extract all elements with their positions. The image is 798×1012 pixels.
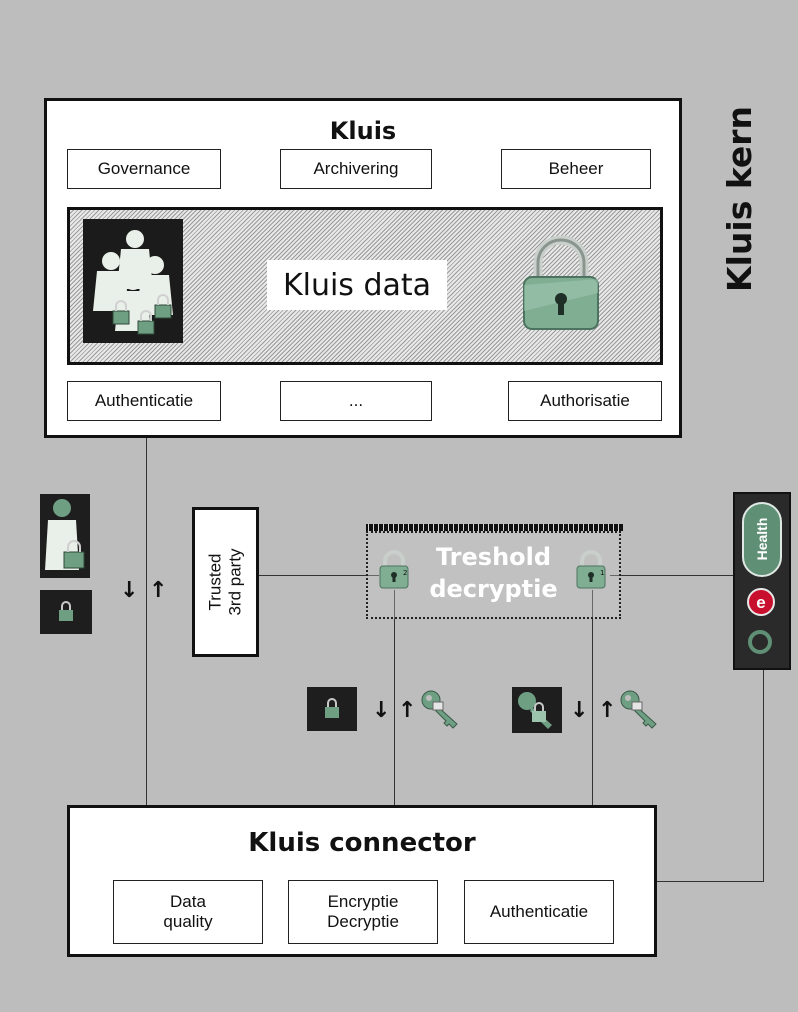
threshold-to-ehealth-line [610, 575, 734, 576]
trusted-third-party-label: Trusted 3rd party [205, 548, 245, 616]
person-lock-icon [40, 494, 90, 578]
lock1-to-connector-line [394, 590, 395, 805]
archivering-label: Archivering [313, 159, 399, 178]
ehealth-ring [748, 630, 772, 654]
data-quality-label: Data quality [163, 892, 213, 931]
svg-text:2: 2 [403, 569, 407, 577]
authenticatie-label: Authenticatie [94, 391, 194, 410]
vault-box: Kluis Governance Archivering Beheer [44, 98, 682, 438]
connector-authenticatie-module[interactable]: Authenticatie [464, 880, 614, 944]
vault-data-label: Kluis data [282, 267, 432, 303]
archivering-module[interactable]: Archivering [280, 149, 432, 189]
authorisatie-module[interactable]: Authorisatie [508, 381, 662, 421]
down-arrow-middle: ↓ [372, 698, 391, 723]
beheer-label: Beheer [548, 159, 604, 178]
up-arrow-right: ↑ [598, 698, 617, 723]
authorisatie-label: Authorisatie [540, 391, 630, 410]
key-icon [419, 688, 461, 730]
ehealth-box[interactable]: Health e [733, 492, 791, 670]
padlock-icon [516, 233, 606, 333]
data-quality-module[interactable]: Data quality [113, 880, 263, 944]
vault-data-area: Kluis data [67, 207, 663, 365]
encryptie-decryptie-label: Encryptie Decryptie [327, 892, 399, 931]
up-arrow-middle: ↑ [398, 698, 417, 723]
authenticatie-module[interactable]: Authenticatie [67, 381, 221, 421]
ehealth-word: Health [754, 517, 770, 561]
encryptie-decryptie-module[interactable]: Encryptie Decryptie [288, 880, 438, 944]
kluis-kern-label: Kluis kern [720, 105, 759, 292]
trusted-to-threshold-line [259, 575, 379, 576]
kluis-connector-box: Kluis connector Data quality Encryptie D… [67, 805, 657, 957]
down-arrow-right: ↓ [570, 698, 589, 723]
key-icon-right [618, 688, 660, 730]
lock2-to-connector-line [592, 590, 593, 805]
lock-tile-icon [40, 590, 92, 634]
trusted-third-party-box[interactable]: Trusted 3rd party [192, 507, 259, 657]
down-arrow-left: ↓ [120, 578, 139, 603]
governance-module[interactable]: Governance [67, 149, 221, 189]
ehealth-to-connector-line [763, 670, 764, 882]
key-lock-tile-icon [512, 687, 562, 733]
ellipsis-label: ... [348, 391, 364, 410]
vault-data-label-box: Kluis data [267, 260, 447, 310]
governance-label: Governance [97, 159, 191, 178]
ehealth-pill: Health [742, 502, 782, 577]
people-lock-icon [83, 219, 183, 343]
threshold-binary-strip [366, 524, 623, 531]
vault-title: Kluis [329, 117, 397, 145]
threshold-label-line1: Treshold [435, 543, 552, 571]
vault-to-connector-line [146, 437, 147, 805]
kluis-connector-title: Kluis connector [248, 828, 476, 858]
ehealth-e-circle: e [747, 588, 775, 616]
ehealth-letter: e [756, 592, 766, 612]
ehealth-connector-horizontal-line [657, 881, 764, 882]
connector-authenticatie-label: Authenticatie [489, 902, 589, 921]
ellipsis-module[interactable]: ... [280, 381, 432, 421]
threshold-padlock-2-icon: 1 [574, 549, 608, 591]
svg-text:1: 1 [600, 569, 604, 577]
lock-tile-middle-icon [307, 687, 357, 731]
threshold-padlock-1-icon: 2 [377, 549, 411, 591]
threshold-label-line2: decryptie [429, 575, 558, 603]
up-arrow-left: ↑ [149, 578, 168, 603]
beheer-module[interactable]: Beheer [501, 149, 651, 189]
